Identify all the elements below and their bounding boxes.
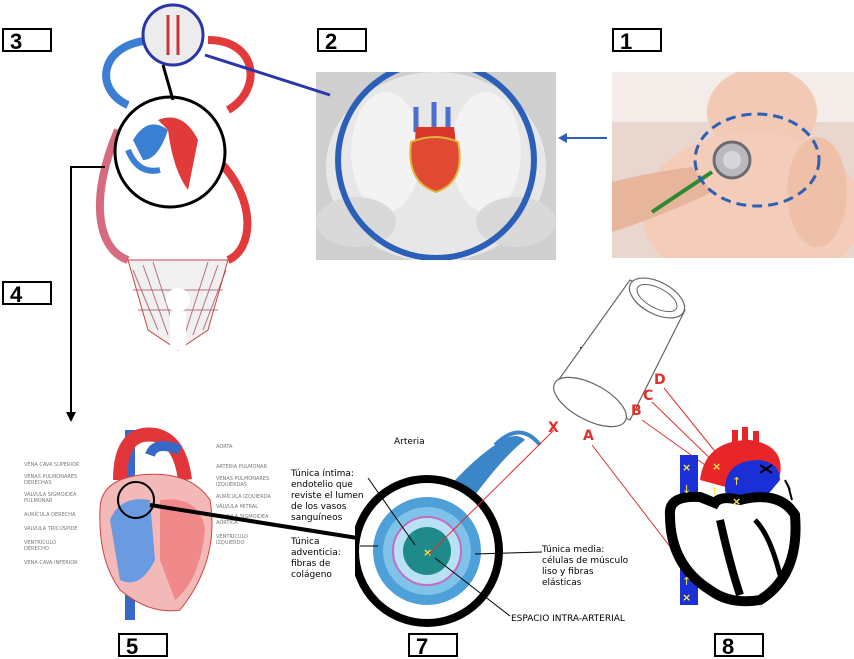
heart-label-valvula-sigmoidea-aortica: VÁLVULA SIGMOIDEA AÓRTICA <box>216 514 269 526</box>
label-box-4: 4 <box>2 281 52 307</box>
label-5: 5 <box>126 634 139 659</box>
label-1: 1 <box>620 29 633 54</box>
heart-label-ventriculo-izquierdo: VENTRÍCULO IZQUIERDO <box>216 534 249 546</box>
marker-a: A <box>583 428 594 444</box>
label-espacio-intra-arterial: ESPACIO INTRA-ARTERIAL <box>511 614 625 624</box>
zoom-circle-4 <box>113 95 227 209</box>
label-2: 2 <box>325 29 338 54</box>
marker-b: B <box>631 403 642 419</box>
label-8: 8 <box>722 634 735 659</box>
svg-text:×: × <box>712 460 721 473</box>
label-box-8: 8 <box>714 633 764 659</box>
connector-5-to-7 <box>149 503 371 542</box>
heart-label-arteria-pulmonar: ARTERIA PULMONAR <box>216 464 268 470</box>
heart-label-valvula-mitral: VÁLVULA MITRAL <box>216 504 259 510</box>
heart-label-ventriculo-derecho: VENTRÍCULO DERECHO <box>24 540 57 552</box>
svg-text:↓: ↓ <box>682 483 691 496</box>
schematic-heart: × ↓ ↑ × ↑ × ↑ × <box>664 427 801 607</box>
svg-text:×: × <box>682 461 691 474</box>
svg-text:↑: ↑ <box>710 485 719 498</box>
heart-label-aorta: AORTA <box>216 444 233 450</box>
label-tunica-intima: Túnica íntima: endotelio que reviste el … <box>291 469 364 523</box>
heart-label-auricula-izquierda: AURÍCULA IZQUIERDA <box>216 494 271 500</box>
heart-label-valvula-tricuspide: VÁLVULA TRICÚSPIDE <box>24 526 78 532</box>
marker-c: C <box>643 388 654 404</box>
thorax-heart-image <box>316 72 556 260</box>
label-box-5: 5 <box>118 633 168 659</box>
svg-text:×: × <box>732 495 741 508</box>
label-box-3: 3 <box>2 28 52 54</box>
baby-stethoscope-photo <box>612 72 854 258</box>
vessel-cylinder-outline <box>553 277 686 428</box>
heart-label-venas-pulmonares-izquierdas: VENAS PULMONARES IZQUIERDAS <box>216 476 270 488</box>
artery-leader-lines <box>360 477 543 617</box>
heart-label-valvula-sigmoidea-pulmonar: VÁLVULA SIGMOIDEA PULMONAR <box>24 492 77 504</box>
svg-text:×: × <box>682 591 691 604</box>
label-tunica-media: Túnica media: células de músculo liso y … <box>542 545 629 588</box>
arrow-1-to-2 <box>558 133 607 143</box>
svg-text:↑: ↑ <box>732 475 741 488</box>
arrow-4-to-5 <box>66 166 105 422</box>
circulation-diagram <box>95 3 255 351</box>
label-box-1: 1 <box>612 28 662 54</box>
dashed-highlight-ellipse <box>693 112 821 208</box>
label-3: 3 <box>10 29 23 54</box>
heart-label-vena-cava-inferior: VENA CAVA INFERIOR <box>24 560 78 566</box>
svg-text:×: × <box>423 546 432 559</box>
label-tunica-adventicia: Túnica adventicia: fibras de colágeno <box>291 537 341 580</box>
connector-3-to-2 <box>204 53 331 97</box>
label-box-7: 7 <box>408 633 458 659</box>
heart-label-auricula-derecha: AURÍCULA DERECHA <box>24 512 76 518</box>
label-7: 7 <box>416 634 429 659</box>
svg-text:↑: ↑ <box>682 575 691 588</box>
label-4: 4 <box>10 282 23 307</box>
heart-label-vena-cava-superior: VENA CAVA SUPERIOR <box>24 462 80 468</box>
marker-x: X <box>548 420 559 436</box>
zoom-circle-2 <box>335 72 537 260</box>
artery-cross-section: × <box>355 430 542 627</box>
label-box-2: 2 <box>317 28 367 54</box>
zoom-circle-3 <box>141 3 205 67</box>
heart-label-venas-pulmonares-derechas: VENAS PULMONARES DERECHAS <box>24 474 78 486</box>
label-arteria: Arteria <box>394 437 425 447</box>
zoom-circle-5 <box>117 481 155 519</box>
marker-d: D <box>654 372 666 388</box>
